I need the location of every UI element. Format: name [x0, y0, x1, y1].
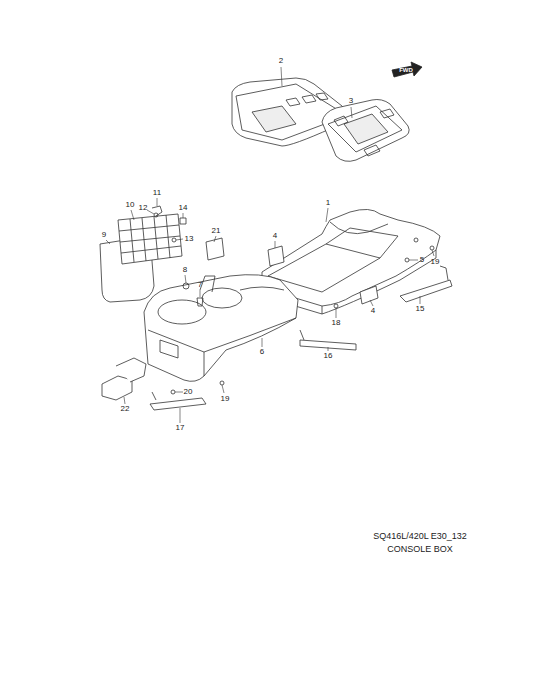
bracket: [150, 392, 206, 410]
callout-number: 3: [349, 97, 353, 105]
callout-number: 9: [102, 231, 106, 239]
callout-number: 17: [176, 424, 185, 432]
callout-number: 14: [179, 204, 188, 212]
callout-number: 18: [332, 319, 341, 327]
clip: [405, 258, 409, 262]
callout-number: 7: [198, 281, 202, 289]
callout-number: 13: [185, 235, 194, 243]
cover: [116, 358, 146, 382]
nut: [180, 218, 186, 224]
callout-number: 22: [121, 405, 130, 413]
nut: [183, 283, 189, 289]
callout-number: 1: [326, 199, 330, 207]
shift-bezel: [322, 100, 409, 162]
bracket: [400, 266, 452, 302]
figure-caption: SQ416L/420L E30_132: [373, 532, 467, 541]
screw: [172, 238, 176, 242]
bracket: [300, 330, 356, 350]
pad: [268, 246, 284, 266]
cover: [102, 376, 132, 400]
callout-number: 21: [212, 227, 221, 235]
screw: [154, 213, 158, 217]
callout-number: 8: [183, 266, 187, 274]
grille: [118, 214, 182, 264]
front-console: [144, 275, 298, 382]
callout-number: 2: [279, 57, 283, 65]
callout-number: 19: [431, 258, 440, 266]
callout-number: 16: [324, 352, 333, 360]
callout-number: 4: [273, 232, 277, 240]
callout-number: 10: [126, 201, 135, 209]
clip: [152, 206, 162, 216]
callout-number: 5: [420, 256, 424, 264]
holder: [206, 238, 224, 260]
callout-number: 20: [184, 388, 193, 396]
callout-number: 4: [371, 307, 375, 315]
leader-line: [106, 67, 434, 423]
callout-number: 11: [153, 189, 161, 197]
direction-mark: FWD: [399, 67, 413, 73]
clip: [197, 298, 203, 306]
screw: [171, 390, 175, 394]
pad: [360, 286, 378, 304]
clip: [334, 304, 338, 308]
forward-arrow: [392, 62, 422, 77]
figure-caption: CONSOLE BOX: [387, 545, 453, 554]
callout-number: 12: [139, 204, 148, 212]
callout-number: 15: [416, 305, 425, 313]
screw: [220, 381, 224, 385]
callout-number: 6: [260, 348, 264, 356]
screw: [430, 246, 434, 250]
callout-number: 19: [221, 395, 230, 403]
